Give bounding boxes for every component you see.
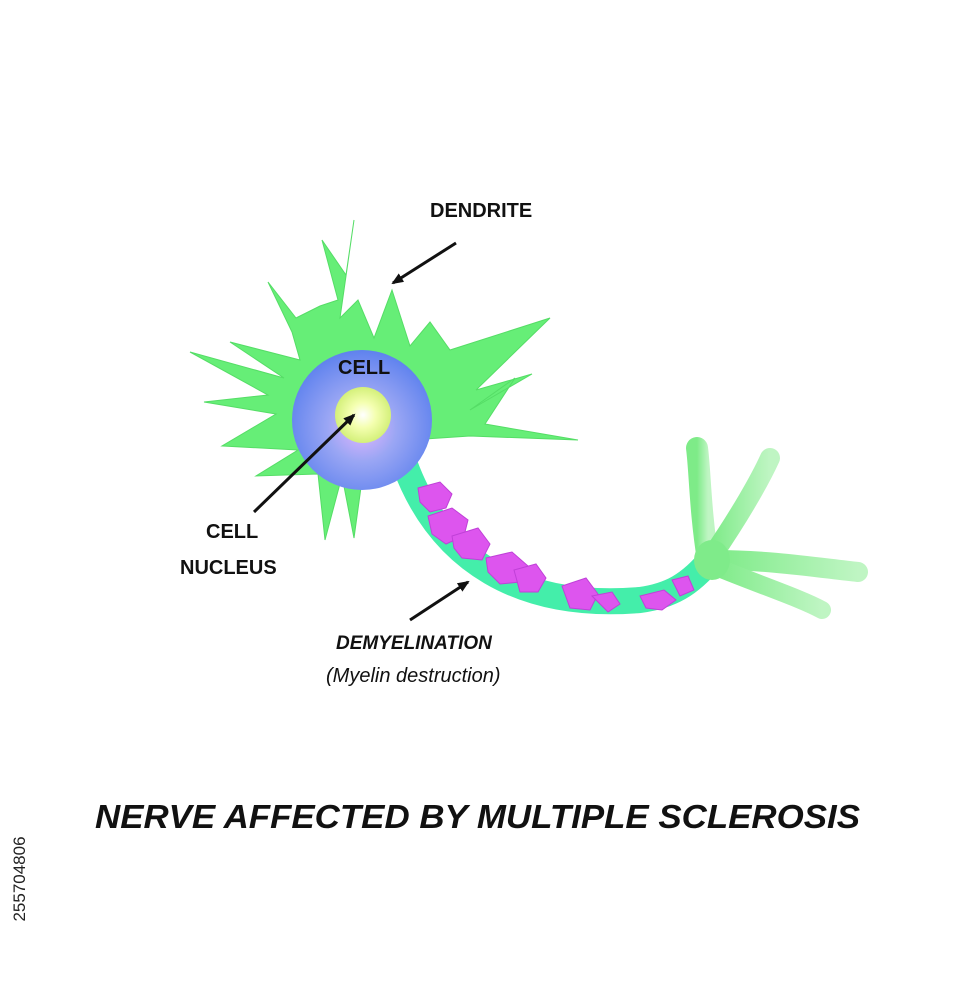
cell-label: CELL <box>338 357 390 379</box>
dendrite-arrow <box>391 241 457 285</box>
cell-nucleus-label-line2: NUCLEUS <box>180 557 277 579</box>
cell-nucleus-label-line1: CELL <box>206 521 258 543</box>
stock-id-text: 255704806 <box>10 836 29 922</box>
demyelination-label: DEMYELINATION <box>336 633 493 654</box>
myelin-destruction-label: (Myelin destruction) <box>326 665 501 687</box>
stock-id-vertical: 255704806 <box>8 758 32 1000</box>
cell-nucleus <box>335 387 391 443</box>
axon-terminals <box>686 437 868 619</box>
dendrite-label: DENDRITE <box>430 200 532 222</box>
label-arrows <box>252 241 470 622</box>
myelin-patches <box>417 481 695 613</box>
demyelination-arrow <box>409 580 470 622</box>
nucleus-arrow <box>252 413 356 514</box>
diagram-title: NERVE AFFECTED BY MULTIPLE SCLEROSIS <box>95 798 860 835</box>
